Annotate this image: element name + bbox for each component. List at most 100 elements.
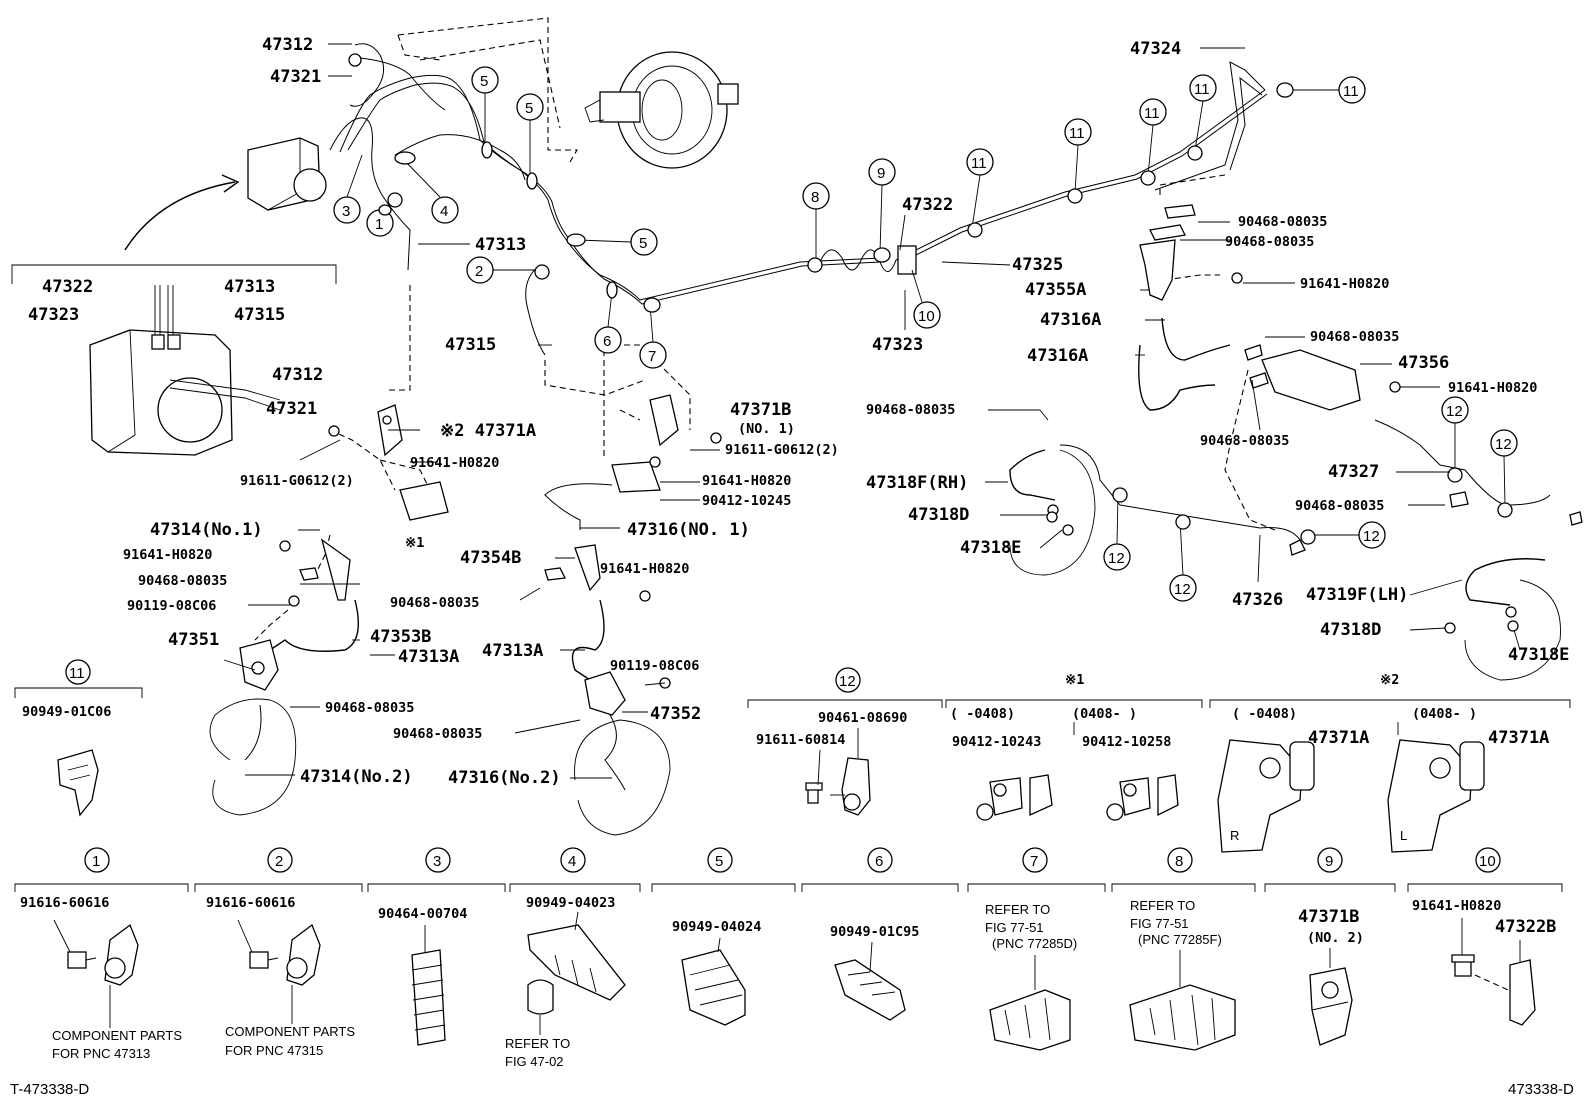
svg-text:3: 3 <box>342 203 350 220</box>
svg-text:4: 4 <box>440 203 448 220</box>
legend-mark2-range1: ( -0408) <box>1232 706 1297 722</box>
svg-text:6: 6 <box>603 333 611 350</box>
callout-12e: 12 <box>1169 574 1197 602</box>
label-47319f-lh: 47319F(LH) <box>1306 585 1408 605</box>
legend-mark2-part2: 47371A <box>1488 728 1549 748</box>
label-91611: 91611-G0612(2) <box>240 473 354 489</box>
legend-9-part: 47371B <box>1298 907 1359 927</box>
svg-text:3: 3 <box>433 853 441 870</box>
legend-2-part: 91616-60616 <box>206 895 295 911</box>
label-47313: 47313 <box>224 277 275 297</box>
actuator-inset <box>11 264 337 456</box>
svg-text:1: 1 <box>92 853 100 870</box>
label-47318d: 47318D <box>908 505 969 525</box>
label-47322: 47322 <box>42 277 93 297</box>
legend-bottom: 1 91616-60616 COMPONENT PARTS FOR PNC 47… <box>14 847 1563 1069</box>
callout-5a: 5 <box>471 66 499 94</box>
label-90468: 90468-08035 <box>1310 329 1399 345</box>
svg-text:2: 2 <box>475 263 483 280</box>
svg-text:5: 5 <box>525 100 533 117</box>
callout-12b: 12 <box>1490 429 1518 457</box>
label-47327: 47327 <box>1328 462 1379 482</box>
legend-9-no: (NO. 2) <box>1307 930 1364 946</box>
svg-text:R: R <box>1230 828 1239 843</box>
label-91641: 91641-H0820 <box>702 473 791 489</box>
label-47356: 47356 <box>1398 353 1449 373</box>
svg-text:12: 12 <box>1108 550 1125 567</box>
center-rear-hose-assembly <box>544 394 722 836</box>
label-90468: 90468-08035 <box>390 595 479 611</box>
svg-text:11: 11 <box>1343 83 1359 100</box>
legend-2-note2: FOR PNC 47315 <box>225 1043 323 1058</box>
label-90468: 90468-08035 <box>393 726 482 742</box>
label-47323: 47323 <box>872 335 923 355</box>
legend-11: 11 90949-01C06 <box>14 659 143 817</box>
label-47322: 47322 <box>902 195 953 215</box>
svg-text:L: L <box>1400 828 1407 843</box>
part-labels: 47312 47321 47313 47322 47313 47323 4731… <box>28 35 1569 788</box>
label-47316a: 47316A <box>1027 346 1088 366</box>
legend-mark1-part2: 90412-10258 <box>1082 734 1171 750</box>
legend-mark1-part1: 90412-10243 <box>952 734 1041 750</box>
legend-1-part: 91616-60616 <box>20 895 109 911</box>
label-47316: 47316(No.2) <box>448 768 561 788</box>
legend-mark2-part1: 47371A <box>1308 728 1369 748</box>
label-mark1: ※1 <box>405 535 424 551</box>
svg-text:11: 11 <box>971 155 987 172</box>
label-47321: 47321 <box>266 399 317 419</box>
label-47325: 47325 <box>1012 255 1063 275</box>
legend-3-part: 90464-00704 <box>378 906 467 922</box>
label-47314: 47314(No.1) <box>150 520 263 540</box>
svg-text:10: 10 <box>918 308 935 325</box>
legend-10-part: 91641-H0820 <box>1412 898 1501 914</box>
callout-2: 2 <box>466 256 494 284</box>
abs-actuator <box>247 137 327 211</box>
legend-5-part: 90949-04024 <box>672 919 761 935</box>
callout-12c: 12 <box>1358 521 1386 549</box>
label-91641: 91641-H0820 <box>410 455 499 471</box>
legend-4-note1: REFER TO <box>505 1036 570 1051</box>
legend-mark1: ※1 ( -0408) (0408- ) 90412-10243 90412-1… <box>945 672 1203 821</box>
legend-1-note2: FOR PNC 47313 <box>52 1046 150 1061</box>
footer-left-code: T-473338-D <box>10 1081 89 1098</box>
label-47318e: 47318E <box>960 538 1021 558</box>
callout-11a: 11 <box>966 148 994 176</box>
callout-leaders <box>346 89 1506 576</box>
svg-text:11: 11 <box>1194 81 1210 98</box>
svg-text:8: 8 <box>811 189 819 206</box>
callout-11d: 11 <box>1189 74 1217 102</box>
callout-11e: 11 <box>1338 76 1366 104</box>
svg-text:11: 11 <box>1069 125 1085 142</box>
svg-text:12: 12 <box>1446 403 1463 420</box>
label-90468: 90468-08035 <box>325 700 414 716</box>
right-rear-hose-assembly <box>1009 204 1583 681</box>
label-90412: 90412-10245 <box>702 493 791 509</box>
svg-text:5: 5 <box>715 853 723 870</box>
label-90468: 90468-08035 <box>866 402 955 418</box>
svg-text:2: 2 <box>275 853 283 870</box>
label-47312: 47312 <box>272 365 323 385</box>
label-47318f-rh: 47318F(RH) <box>866 473 968 493</box>
svg-text:11: 11 <box>1144 105 1160 122</box>
callout-4: 4 <box>431 196 459 224</box>
label-47351: 47351 <box>168 630 219 650</box>
legend-12-part1: 90461-08690 <box>818 710 907 726</box>
legend-8-note1: REFER TO <box>1130 898 1195 913</box>
callout-9: 9 <box>868 158 896 186</box>
label-91611: 91611-G0612(2) <box>725 442 839 458</box>
svg-text:8: 8 <box>1175 853 1183 870</box>
legend-8-note2: FIG 77-51 <box>1130 916 1189 931</box>
label-47313: 47313 <box>475 235 526 255</box>
svg-text:7: 7 <box>648 348 656 365</box>
legend-mark2-range2: (0408- ) <box>1412 706 1477 722</box>
footer-right-code: 473338-D <box>1508 1081 1574 1098</box>
svg-text:5: 5 <box>639 235 647 252</box>
label-47313a: 47313A <box>398 647 459 667</box>
svg-text:5: 5 <box>480 73 488 90</box>
label-91641: 91641-H0820 <box>1300 276 1389 292</box>
callout-3: 3 <box>333 196 361 224</box>
legend-7-note2: FIG 77-51 <box>985 920 1044 935</box>
label-47312: 47312 <box>262 35 313 55</box>
